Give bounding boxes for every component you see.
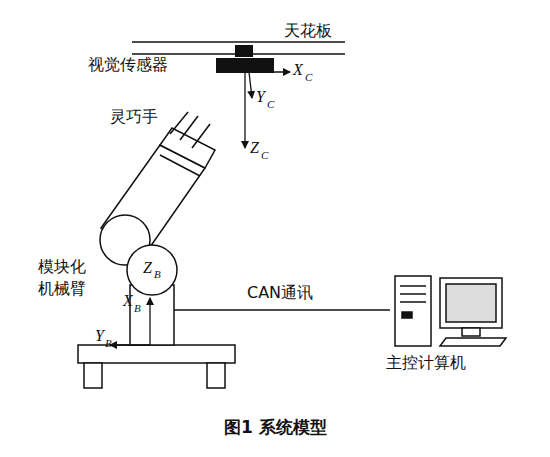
camera-axes bbox=[245, 72, 290, 148]
computer-label: 主控计算机 bbox=[386, 354, 466, 372]
axis-letter: Y bbox=[95, 327, 104, 345]
joint-circle: ZB bbox=[132, 256, 172, 284]
axis-letter: Z bbox=[250, 139, 259, 157]
axis-letter: X bbox=[293, 61, 303, 79]
axis-subscript: B bbox=[105, 337, 112, 350]
axis-subscript: C bbox=[305, 71, 312, 84]
figure-caption: 图1 系统模型 bbox=[224, 418, 327, 438]
robot-arm bbox=[78, 112, 235, 388]
hand-label: 灵巧手 bbox=[110, 108, 158, 126]
axis-letter: Z bbox=[143, 259, 152, 277]
axis-subscript: B bbox=[134, 302, 141, 315]
axis-subscript: C bbox=[261, 149, 268, 162]
vision-sensor bbox=[216, 45, 274, 73]
axis-letter: Y bbox=[256, 88, 265, 106]
host-computer bbox=[395, 276, 506, 346]
axis-subscript: B bbox=[154, 268, 161, 281]
arm-label: 模块化机械臂 bbox=[38, 256, 86, 299]
sensor-label: 视觉传感器 bbox=[88, 56, 168, 74]
bus-label: CAN通讯 bbox=[247, 284, 313, 302]
axis-letter: X bbox=[123, 292, 133, 310]
can-bus-line bbox=[174, 309, 390, 311]
axis-subscript: C bbox=[267, 98, 274, 111]
ceiling-label: 天花板 bbox=[284, 22, 332, 40]
